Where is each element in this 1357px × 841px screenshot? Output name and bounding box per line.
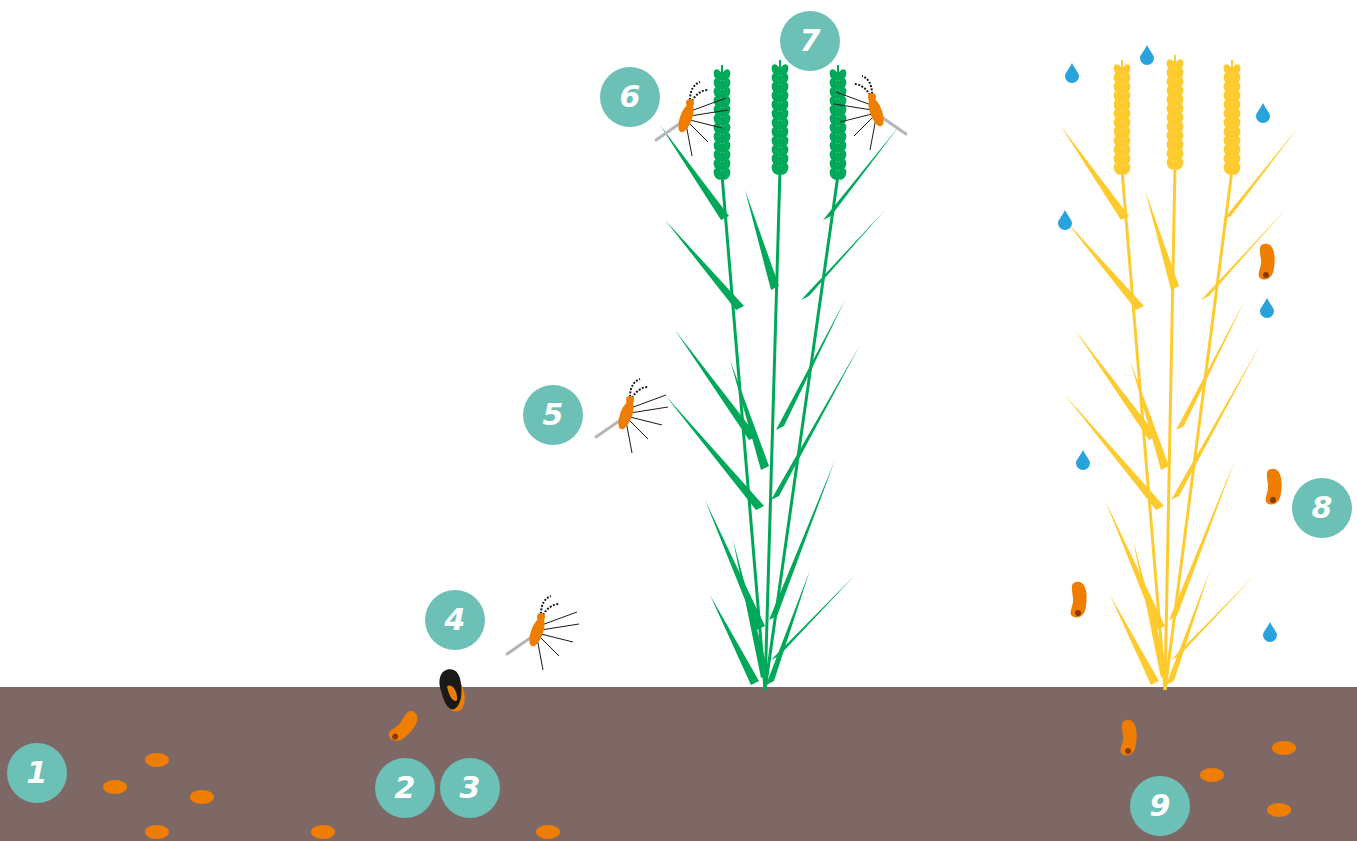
wheat-plant [1060,55,1300,690]
raindrop [1058,210,1072,230]
wheat-plant [660,60,900,690]
larva [1266,469,1282,505]
callout-number: 5 [523,385,583,445]
egg [1272,741,1296,755]
raindrop [1256,103,1270,123]
callout-text: 2 [395,773,416,803]
midge [834,76,906,150]
raindrop [1076,450,1090,470]
raindrop [1263,622,1277,642]
callout-text: 3 [460,773,481,803]
raindrop [1065,63,1079,83]
callout-text: 4 [445,605,466,635]
egg [103,780,127,794]
egg [536,825,560,839]
callout-text: 6 [620,82,641,112]
callout-number: 3 [440,758,500,818]
callout-number: 8 [1292,478,1352,538]
soil [0,687,1357,841]
egg [1200,768,1224,782]
larva [1071,582,1087,618]
pupa [436,667,468,714]
callout-text: 5 [543,400,564,430]
larva [1259,244,1275,280]
callout-number: 6 [600,67,660,127]
callout-text: 7 [800,26,821,56]
raindrop [1260,298,1274,318]
callout-number: 1 [7,743,67,803]
egg [145,753,169,767]
egg [145,825,169,839]
callout-number: 4 [425,590,485,650]
raindrop [1140,45,1154,65]
callout-text: 9 [1150,791,1171,821]
midge [507,596,579,670]
midge [656,82,728,156]
callout-number: 7 [780,11,840,71]
callout-text: 1 [27,758,48,788]
egg [190,790,214,804]
egg [1267,803,1291,817]
callout-number: 9 [1130,776,1190,836]
larva [1121,720,1137,756]
midge [596,379,668,453]
larva [387,708,422,746]
callout-number: 2 [375,758,435,818]
egg [311,825,335,839]
callout-text: 8 [1312,493,1333,523]
